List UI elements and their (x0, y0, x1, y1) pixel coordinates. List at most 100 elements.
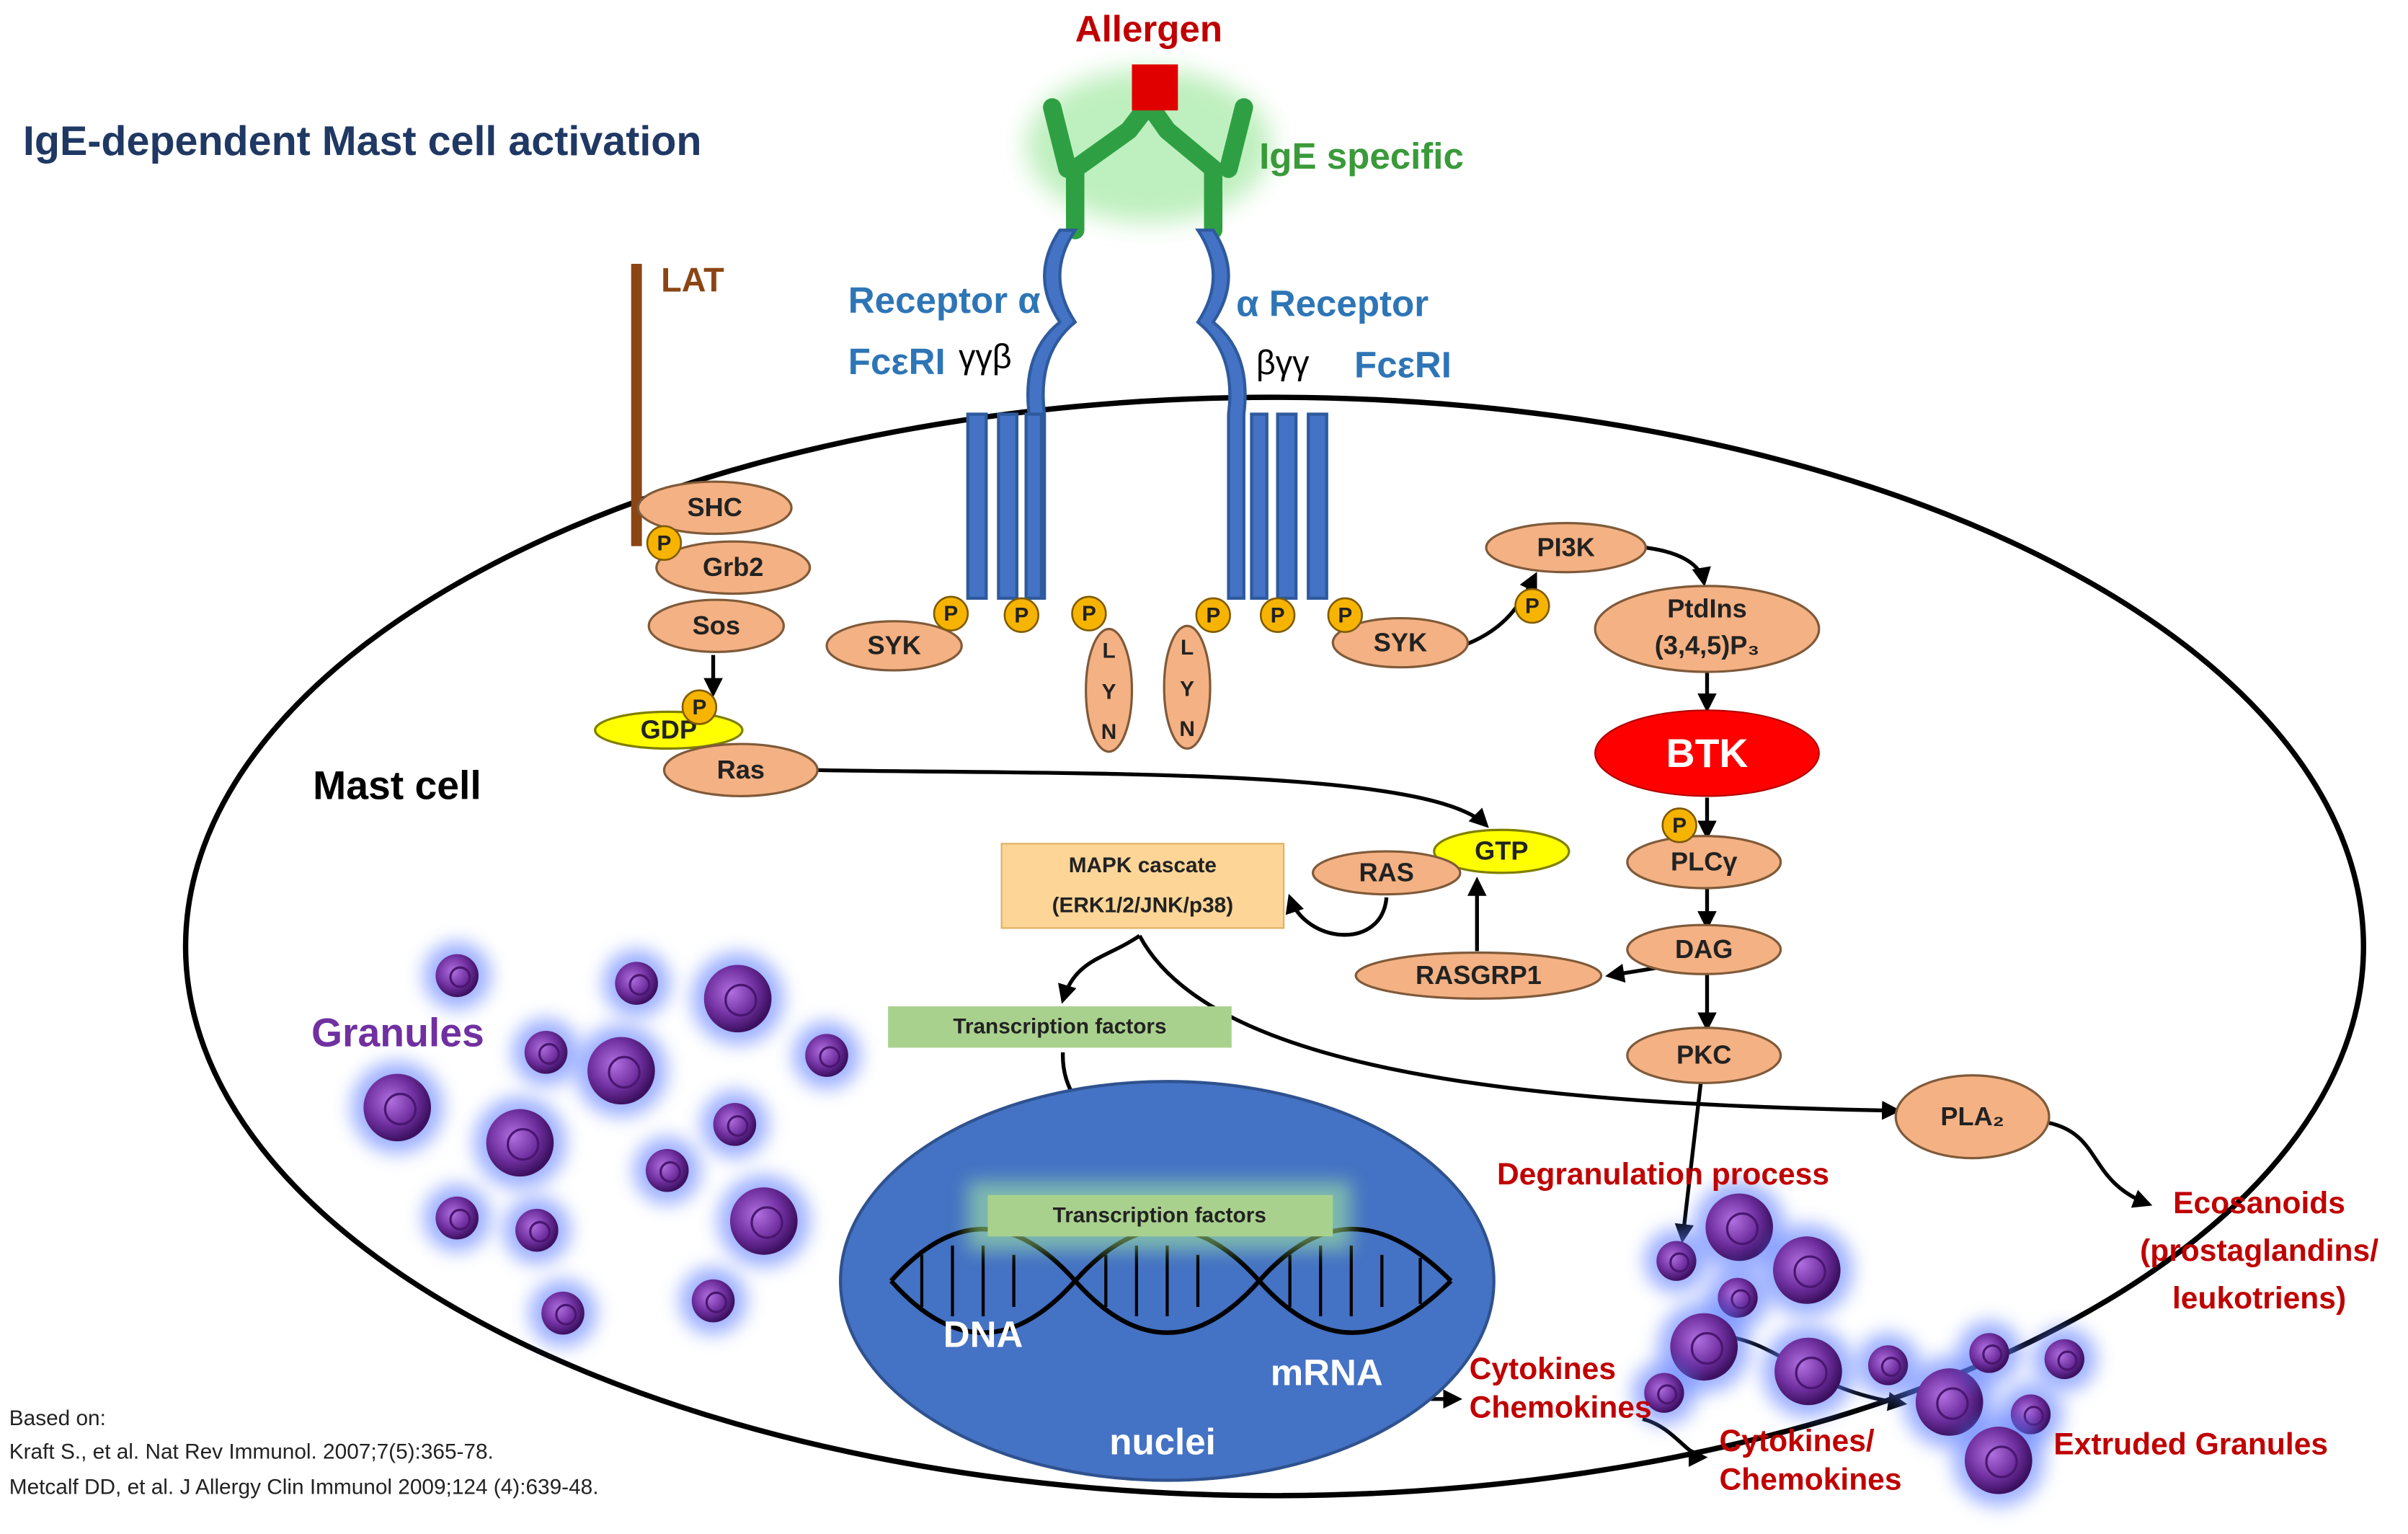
tf-label: Transcription factors (953, 1015, 1166, 1039)
granule-icon (603, 949, 670, 1017)
svg-text:P: P (1014, 603, 1028, 627)
granule-icon (1644, 1228, 1709, 1293)
ecosanoids-line3: leukotriens) (2172, 1281, 2346, 1316)
granule-icon (351, 1061, 444, 1154)
ptdins-node (1594, 585, 1821, 673)
receptor-left-label: Receptor α (848, 280, 1041, 321)
rasgrp1-node: RASGRP1 (1354, 951, 1603, 1000)
granule-icon (633, 1136, 701, 1205)
pla2-node-label: PLA₂ (1940, 1101, 2004, 1131)
rasgrp1-node-label: RASGRP1 (1416, 960, 1542, 990)
cell-membrane (182, 394, 2366, 1499)
svg-text:Y: Y (1180, 677, 1194, 701)
fceri-right-label: FcεRI (1354, 344, 1452, 385)
granule-icon (1952, 1414, 2045, 1507)
page-title: IgE-dependent Mast cell activation (23, 118, 702, 164)
ige-label: IgE specific (1259, 136, 1464, 177)
svg-text:P: P (692, 696, 706, 719)
phosphate-icon: P (1195, 597, 1231, 634)
reference-2: Metcalf DD, et al. J Allergy Clin Immuno… (9, 1476, 599, 1499)
granule-icon (474, 1096, 567, 1189)
sos-node: Sos (647, 598, 786, 653)
svg-text:N: N (1101, 720, 1117, 744)
pi3k-node: PI3K (1485, 522, 1647, 574)
granule-icon (1762, 1325, 1854, 1418)
granule-icon (1693, 1181, 1786, 1274)
svg-text:P: P (1271, 603, 1285, 627)
cytokines-outer-line2: Chemokines (1720, 1462, 1902, 1497)
ptdins-line1: PtdIns (1667, 593, 1746, 623)
granule-icon (423, 941, 491, 1010)
granule-icon (575, 1024, 667, 1117)
phosphate-icon: P (1071, 595, 1107, 631)
nuclei-label: nuclei (1109, 1421, 1216, 1462)
chains-right-label: βγγ (1256, 344, 1310, 381)
granules-label: Granules (311, 1010, 484, 1055)
receptor-right-label: α Receptor (1236, 283, 1429, 324)
svg-text:Y: Y (1102, 680, 1116, 704)
ras-node-label: RAS (1359, 858, 1414, 887)
fceri-receptor-right (1195, 229, 1328, 600)
svg-text:L: L (1181, 636, 1194, 660)
dag-node-label: DAG (1675, 934, 1733, 964)
tf-nucleus-label: Transcription factors (1053, 1203, 1266, 1227)
phosphate-icon: P (1514, 588, 1550, 624)
granule-icon (1957, 1321, 2022, 1386)
mast-cell-label: Mast cell (313, 763, 481, 808)
ecosanoids-line2: (prostaglandins/ (2140, 1233, 2378, 1268)
dna-label: DNA (943, 1313, 1023, 1355)
granule-icon (1855, 1333, 1921, 1398)
shc-node: SHC (636, 480, 793, 536)
phosphate-icon: P (1259, 597, 1296, 634)
shc-node-label: SHC (687, 492, 742, 522)
svg-text:L: L (1102, 639, 1115, 662)
btk-label: BTK (1666, 731, 1749, 776)
allergen-icon (1132, 64, 1178, 111)
phosphate-icon: P (1661, 807, 1697, 843)
ecosanoids-line1: Ecosanoids (2173, 1186, 2345, 1220)
granule-icon (1760, 1224, 1853, 1316)
pkc-node: PKC (1626, 1027, 1782, 1084)
ras-left-node: Ras (662, 742, 819, 798)
fceri-left-label: FcεRI (848, 341, 946, 382)
syk-right-node: SYK (1331, 616, 1470, 669)
degranulation-label: Degranulation process (1497, 1157, 1829, 1192)
svg-text:P: P (1338, 603, 1352, 627)
gdp-node: GDP (594, 710, 744, 750)
granule-icon (423, 1184, 491, 1252)
lyn-right: LYN (1163, 624, 1212, 750)
granule-icon (717, 1175, 810, 1267)
mrna-label: mRNA (1271, 1352, 1383, 1393)
phosphate-icon: P (681, 689, 718, 725)
gtp-node-label: GTP (1475, 836, 1528, 866)
transcription-factors-box (888, 1006, 1232, 1048)
plcg-node: PLCγ (1626, 835, 1782, 890)
svg-text:P: P (657, 531, 672, 555)
svg-text:P: P (943, 602, 958, 626)
svg-text:P: P (1206, 603, 1220, 627)
syk-right-node-label: SYK (1374, 627, 1427, 657)
allergen-label: Allergen (1075, 8, 1222, 49)
transcription-factors-nucleus-box (987, 1194, 1333, 1237)
phosphate-icon: P (1327, 597, 1363, 634)
svg-text:P: P (1525, 595, 1540, 619)
cytokines-inner-line1: Cytokines (1470, 1352, 1616, 1386)
pkc-node-label: PKC (1676, 1040, 1731, 1070)
ptdins-line2: (3,4,5)P₃ (1655, 631, 1759, 660)
granule-icon (691, 952, 784, 1045)
plcg-node-label: PLCγ (1671, 847, 1737, 877)
granule-icon (503, 1196, 571, 1264)
grb2-node-label: Grb2 (703, 552, 763, 582)
syk-left-node-label: SYK (867, 631, 920, 660)
svg-text:N: N (1179, 717, 1195, 741)
granule-icon (529, 1279, 597, 1347)
ige-antibody (1026, 68, 1272, 239)
references-heading: Based on: (9, 1406, 106, 1430)
granule-icon (793, 1021, 861, 1089)
mapk-line1: MAPK cascate (1069, 854, 1217, 877)
chains-left-label: γγβ (959, 338, 1012, 376)
reference-1: Kraft S., et al. Nat Rev Immunol. 2007;7… (9, 1440, 494, 1464)
extruded-granules-label: Extruded Granules (2053, 1427, 2328, 1461)
syk-left-node: SYK (825, 620, 963, 672)
